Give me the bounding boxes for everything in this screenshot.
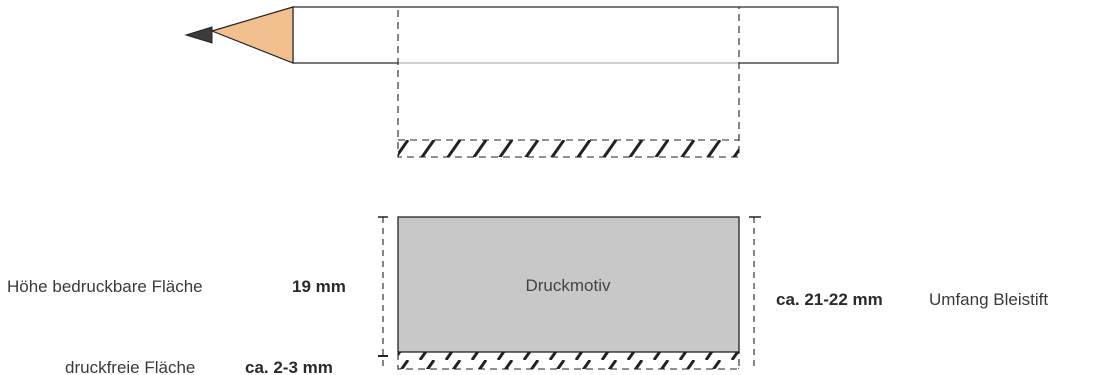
- print-height-label: Höhe bedruckbare Fläche: [7, 277, 203, 296]
- circumference-value: ca. 21-22 mm: [776, 290, 883, 309]
- non-print-hatch-bottom: [398, 352, 739, 369]
- non-print-hatch-top: [398, 140, 739, 157]
- unrolled-surface-top: [397, 6, 740, 158]
- pencil-lead: [184, 26, 213, 44]
- print-layout: Druckmotiv Höhe bedruckbare Fläche 19 mm…: [7, 216, 1048, 375]
- print-motif-label: Druckmotiv: [525, 276, 611, 295]
- height-dimension-line: [378, 216, 388, 369]
- print-height-value: 19 mm: [292, 277, 346, 296]
- non-print-area-label: druckfreie Fläche: [65, 358, 195, 375]
- pencil-wood-tip: [210, 6, 294, 64]
- circumference-dimension-line: [749, 216, 761, 369]
- non-print-area-value: ca. 2-3 mm: [245, 358, 333, 375]
- print-area: [397, 216, 740, 353]
- pencil-body: [292, 6, 839, 64]
- circumference-label: Umfang Bleistift: [929, 290, 1048, 309]
- pencil-illustration: [184, 6, 839, 64]
